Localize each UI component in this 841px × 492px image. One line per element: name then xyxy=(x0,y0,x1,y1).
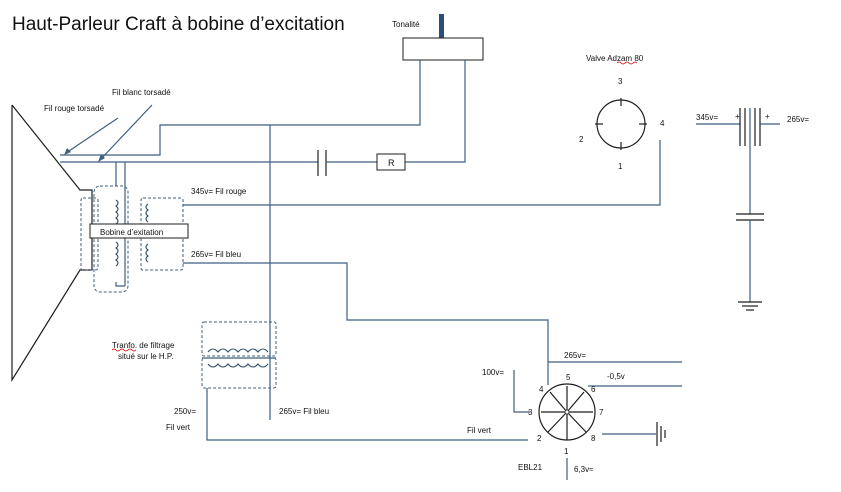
v265-right-label: 265v= xyxy=(787,115,809,124)
fil-vert-left-label: Fil vert xyxy=(166,423,191,432)
valve-adzam80 xyxy=(595,98,647,150)
v345-line xyxy=(183,140,661,206)
resistor-r xyxy=(376,153,406,171)
ground-symbol-ebl xyxy=(656,422,666,446)
ebl-pin-6: 6 xyxy=(591,385,596,394)
v265-fil-bleu-label: 265v= Fil bleu xyxy=(191,250,241,259)
ebl21-label: EBL21 xyxy=(518,463,543,472)
ebl-pin-8: 8 xyxy=(591,434,596,443)
v265-top-line xyxy=(183,262,549,385)
valve-pin-1: 1 xyxy=(618,162,623,171)
ebl-pin-1: 1 xyxy=(564,447,569,456)
tranfo-label-line1: Tranfo. de filtrage xyxy=(112,341,175,350)
ebl-pin-7: 7 xyxy=(599,408,604,417)
bobine-label-box xyxy=(89,223,189,239)
valve-pin-3: 3 xyxy=(618,77,623,86)
v345-right-label: 345v= xyxy=(696,113,718,122)
bobine-label: Bobine d’exitation xyxy=(100,228,163,237)
v250-label: 250v= xyxy=(174,407,196,416)
valve-label: Valve Adzam 80 xyxy=(586,54,644,63)
speaker-cone xyxy=(11,104,93,383)
valve-pin-4: 4 xyxy=(660,119,665,128)
cap-plus-1: + xyxy=(735,112,740,121)
fil-rouge-arrowhead xyxy=(64,148,71,155)
neg05-label: -0,5v xyxy=(607,372,625,381)
ebl-pin-3: 3 xyxy=(528,408,533,417)
v63-label: 6,3v≈ xyxy=(574,465,594,474)
tonalite-box xyxy=(402,37,484,61)
valve-pin-2: 2 xyxy=(579,135,584,144)
fil-vert-line xyxy=(206,388,528,441)
ebl-pin-4: 4 xyxy=(539,385,544,394)
fil-rouge-arrow xyxy=(65,117,119,154)
coupling-line xyxy=(60,150,406,176)
v100-line xyxy=(513,370,530,413)
fil-blanc-label: Fil blanc torsadé xyxy=(112,88,171,97)
ebl-pin-2: 2 xyxy=(537,434,542,443)
tonalite-knob-shaft xyxy=(439,14,444,38)
fil-blanc-arrow xyxy=(99,104,153,161)
filter-transformer xyxy=(201,321,277,389)
diagram-title: Haut-Parleur Craft à bobine d’excitation xyxy=(12,14,345,35)
tonalite-control xyxy=(60,14,484,163)
ebl21-tube xyxy=(538,383,596,441)
v100-label: 100v= xyxy=(482,368,504,377)
ebl-pin-5: 5 xyxy=(566,373,571,382)
fil-blanc-arrowhead xyxy=(98,154,105,162)
tranfo-spellcheck xyxy=(111,348,137,352)
resistor-label: R xyxy=(388,158,395,168)
fil-rouge-torsade-label: Fil rouge torsadé xyxy=(44,104,105,113)
valve-spellcheck xyxy=(616,61,638,65)
v265-line-label: 265v= xyxy=(564,351,586,360)
v265-fil-bleu-bottom-label: 265v= Fil bleu xyxy=(279,407,329,416)
cap-plus-2: + xyxy=(765,112,770,121)
v345-fil-rouge-label: 345v= Fil rouge xyxy=(191,187,247,196)
filter-capacitors xyxy=(696,108,780,311)
tonalite-label: Tonalité xyxy=(392,20,420,29)
tranfo-label-line2: situé sur le H.P. xyxy=(118,352,173,361)
fil-vert-right-label: Fil vert xyxy=(467,426,492,435)
